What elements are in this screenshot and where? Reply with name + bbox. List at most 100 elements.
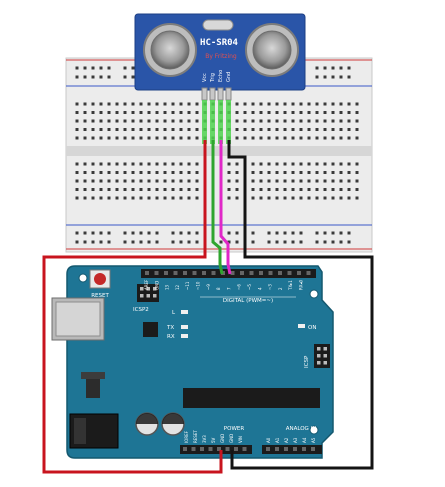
wire-echo-to-pin8[interactable]	[219, 140, 232, 275]
header-hole	[230, 271, 235, 275]
breadboard-hole	[283, 102, 287, 106]
breadboard-hole	[99, 128, 103, 131]
breadboard-hole	[275, 188, 279, 191]
reset-button-cap[interactable]	[94, 273, 106, 285]
breadboard-hole	[115, 196, 119, 200]
breadboard-hole	[83, 188, 87, 191]
header-hole	[249, 271, 254, 275]
power-pin-label: 5V	[211, 437, 216, 443]
icsp2-pin	[140, 287, 144, 291]
wire-gnd-to-gnd[interactable]	[227, 140, 374, 470]
rail-hole	[195, 231, 199, 235]
breadboard-hole	[331, 188, 335, 191]
header-hole	[164, 271, 168, 275]
breadboard-hole	[131, 179, 135, 183]
icsp-pin	[317, 354, 321, 358]
digital-pin-label: ~6	[237, 284, 242, 290]
breadboard-hole	[227, 196, 231, 200]
breadboard-hole	[331, 179, 335, 183]
rail-hole	[107, 66, 111, 70]
breadboard-hole	[331, 171, 335, 174]
breadboard-hole	[123, 136, 127, 140]
breadboard-hole	[163, 162, 167, 166]
breadboard-hole	[355, 119, 359, 123]
breadboard-hole	[315, 128, 319, 131]
breadboard-hole	[123, 111, 127, 114]
breadboard-hole	[307, 119, 311, 123]
breadboard-hole	[131, 196, 135, 200]
rail-hole	[267, 231, 271, 235]
header-hole	[225, 447, 230, 451]
sensor-pin-label-echo: Echo	[218, 70, 224, 82]
rail-hole	[275, 231, 279, 235]
rail-hole	[331, 75, 335, 79]
breadboard-hole	[243, 111, 247, 114]
breadboard-hole	[259, 196, 263, 200]
breadboard-hole	[139, 102, 143, 106]
breadboard-hole	[99, 179, 103, 183]
breadboard-hole	[331, 102, 335, 106]
breadboard-hole	[187, 136, 191, 140]
breadboard-hole	[243, 128, 247, 131]
breadboard-hole	[323, 196, 327, 200]
rail-hole	[339, 66, 343, 70]
breadboard-hole	[171, 162, 175, 166]
rail-hole	[75, 66, 79, 70]
breadboard-hole	[115, 128, 119, 131]
breadboard-hole	[171, 111, 175, 114]
rail-hole	[139, 240, 143, 244]
breadboard-hole	[91, 111, 95, 114]
rail-hole	[219, 240, 223, 244]
rail-hole	[131, 240, 135, 244]
breadboard-hole	[195, 179, 199, 183]
breadboard-hole	[155, 188, 159, 191]
wire-trig-to-pin9[interactable]	[211, 140, 224, 275]
mount-hole-3	[309, 289, 319, 299]
breadboard-hole	[323, 162, 327, 166]
digital-pin-label: ~10	[196, 281, 201, 290]
rail-hole	[323, 240, 327, 244]
breadboard-hole	[347, 136, 351, 140]
header-hole	[302, 447, 306, 451]
breadboard-hole	[107, 171, 111, 174]
breadboard-hole	[91, 102, 95, 106]
icsp2-pin	[146, 294, 150, 298]
rail-hole	[347, 231, 351, 235]
breadboard-hole	[83, 102, 87, 106]
breadboard-hole	[123, 102, 127, 106]
breadboard-hole	[75, 102, 79, 106]
rail-hole	[227, 231, 231, 235]
breadboard-hole	[91, 188, 95, 191]
breadboard-hole	[187, 188, 191, 191]
header-hole	[240, 271, 244, 275]
wire-vcc-to-5v[interactable]	[42, 140, 223, 474]
breadboard-hole	[259, 162, 263, 166]
breadboard-hole	[131, 136, 135, 140]
rail-hole	[323, 75, 327, 79]
breadboard-hole	[227, 171, 231, 174]
header-hole	[293, 447, 297, 451]
breadboard-hole	[171, 136, 175, 140]
breadboard-hole	[251, 136, 255, 140]
digital-pin-label: ~3	[268, 284, 273, 290]
breadboard-hole	[235, 188, 239, 191]
breadboard-hole	[227, 162, 231, 166]
breadboard-hole	[91, 128, 95, 131]
breadboard-hole	[155, 179, 159, 183]
breadboard-hole	[83, 162, 87, 166]
rail-hole	[315, 231, 319, 235]
rail-hole	[83, 240, 87, 244]
header-hole	[217, 447, 221, 451]
breadboard-hole	[267, 162, 271, 166]
breadboard-hole	[251, 188, 255, 191]
breadboard-hole	[107, 196, 111, 200]
digital-pin-label: 7	[226, 287, 231, 290]
rail-hole	[75, 75, 79, 79]
header-hole	[154, 271, 159, 275]
breadboard-hole	[291, 102, 295, 106]
breadboard-hole	[155, 128, 159, 131]
breadboard-hole	[83, 128, 87, 131]
header-hole	[211, 271, 216, 275]
digital-pin-label: 12	[175, 284, 180, 290]
